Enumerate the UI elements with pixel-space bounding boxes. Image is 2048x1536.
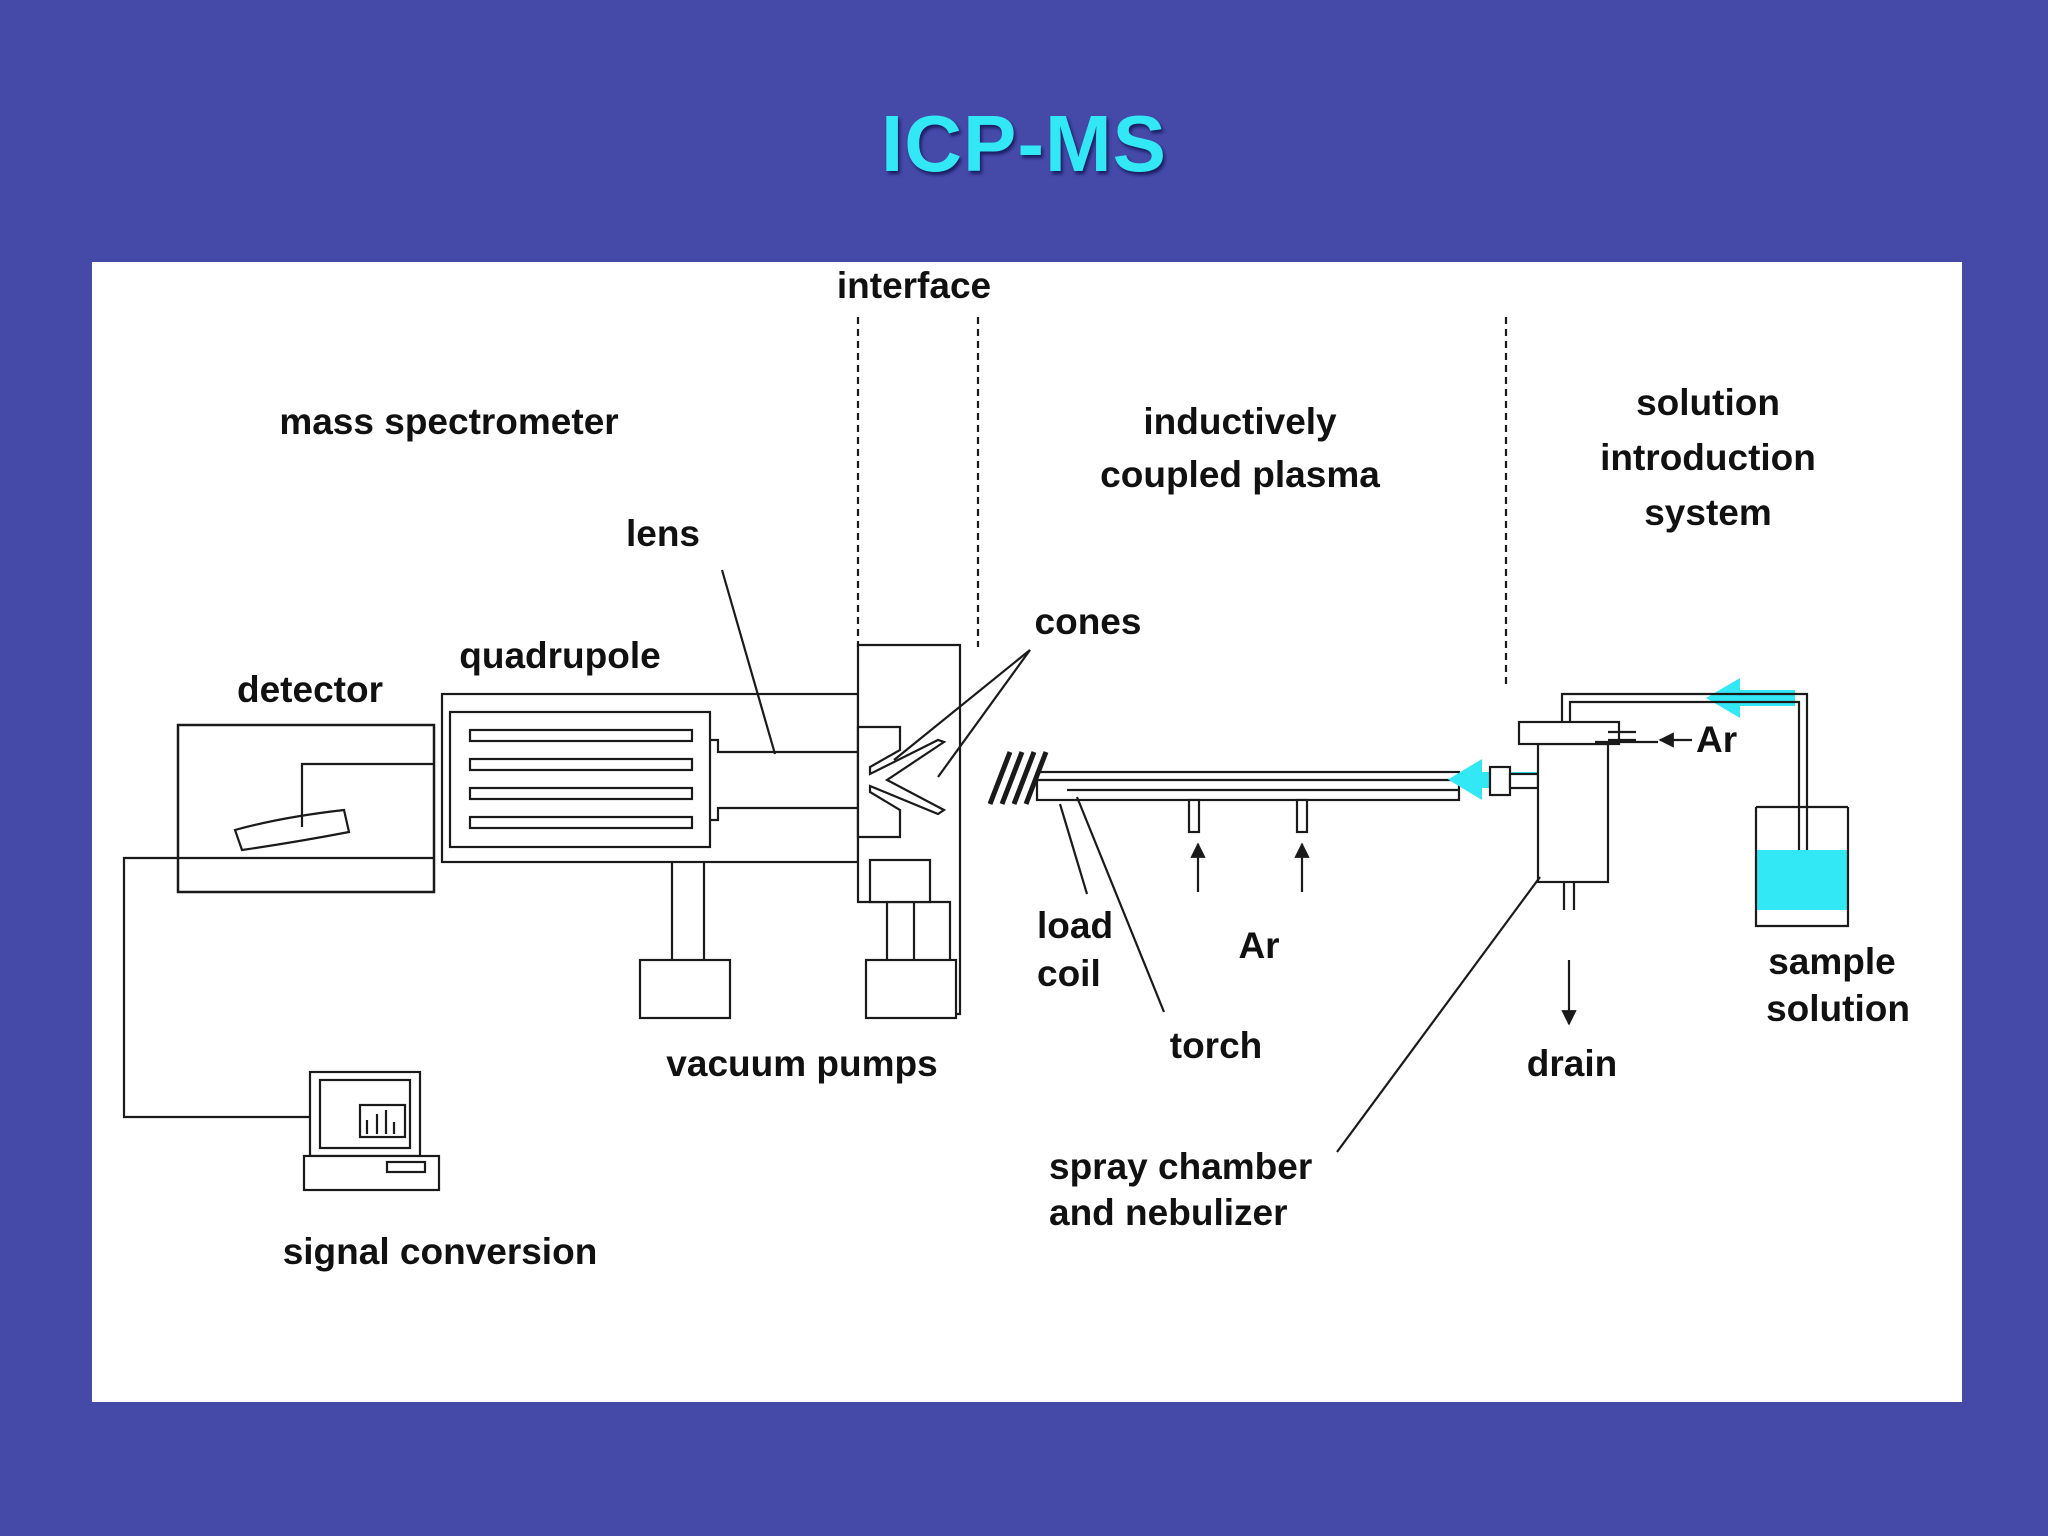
leader-lines — [720, 569, 1541, 1153]
label-load-line1: load — [1037, 905, 1113, 946]
sample-beaker — [1754, 805, 1850, 928]
label-sis-line2: introduction — [1600, 437, 1816, 478]
label-interface: interface — [837, 265, 991, 306]
flow-arrow-sample-line — [1706, 678, 1795, 718]
load-coil-turn — [999, 751, 1025, 805]
interface-base — [868, 858, 932, 904]
torch-gas-inlet — [1187, 798, 1201, 834]
section-dividers — [856, 317, 1508, 687]
quadrupole-rod — [468, 728, 694, 743]
lens-electrode-top — [710, 738, 858, 754]
label-lens: lens — [626, 513, 700, 554]
sample-liquid — [1756, 850, 1848, 910]
label-spray-line1: spray chamber — [1049, 1146, 1312, 1187]
detector-unit — [176, 723, 436, 894]
icp-ms-diagram: interface mass spectrometer inductively … — [122, 265, 1910, 1272]
detector-box — [176, 723, 436, 894]
sample-tube-inner — [1568, 700, 1801, 862]
lens-electrode-bottom — [710, 806, 858, 822]
nebulizer-tip — [1488, 765, 1512, 797]
vacuum-pump-1 — [638, 958, 732, 1020]
label-vacuum-pumps: vacuum pumps — [666, 1043, 937, 1084]
quadrupole-unit — [440, 692, 860, 864]
label-mass-spectrometer: mass spectrometer — [279, 401, 618, 442]
cone-assembly — [856, 725, 947, 839]
label-torch: torch — [1170, 1025, 1263, 1066]
spray-chamber-leader — [1336, 876, 1541, 1153]
label-signal-conversion: signal conversion — [283, 1231, 598, 1272]
label-ar-bottom: Ar — [1238, 925, 1279, 966]
label-sis-line3: system — [1644, 492, 1772, 533]
label-drain: drain — [1527, 1043, 1617, 1084]
interface-unit — [856, 643, 962, 1016]
slide-title: ICP-MS — [881, 99, 1167, 188]
cones-leader — [937, 649, 1031, 778]
label-ar-top: Ar — [1696, 719, 1737, 760]
load-coil-turn — [987, 751, 1013, 805]
label-sample-line2: solution — [1766, 988, 1910, 1029]
lens-leader — [720, 569, 777, 755]
sample-tube-outer — [1560, 692, 1809, 862]
beaker-outline — [1754, 807, 1850, 928]
label-icp-line2: coupled plasma — [1100, 454, 1380, 495]
quadrupole-rod — [468, 757, 694, 772]
torch-unit — [987, 751, 1461, 892]
label-load-line2: coil — [1037, 953, 1101, 994]
quadrupole-rod — [468, 786, 694, 801]
vacuum-pumps — [638, 862, 958, 1020]
load-coil-leader — [1058, 803, 1089, 895]
signal-cable — [122, 856, 434, 1119]
spray-chamber-unit — [1488, 692, 1809, 1026]
cones-leader — [893, 649, 1031, 761]
torch-gas-inlet — [1295, 798, 1309, 834]
diagram-panel: interface mass spectrometer inductively … — [92, 262, 1962, 1402]
load-coil-turn — [1023, 751, 1049, 805]
signal-conversion-unit — [122, 856, 441, 1192]
computer-drive — [385, 1160, 427, 1174]
quadrupole-rod — [468, 815, 694, 830]
detector-lead — [300, 762, 434, 827]
nebulizer-neck — [1508, 772, 1540, 790]
vacuum-pump-2 — [864, 958, 958, 1020]
spray-chamber-cap — [1517, 720, 1621, 746]
label-sis-line1: solution — [1636, 382, 1780, 423]
load-coil-turn — [1011, 751, 1037, 805]
detector-element — [233, 808, 351, 852]
label-spray-line2: and nebulizer — [1049, 1192, 1287, 1233]
spray-chamber — [1536, 742, 1610, 884]
label-sample-line1: sample — [1768, 941, 1896, 982]
label-icp-line1: inductively — [1143, 401, 1337, 442]
torch-outer-tube — [1035, 770, 1461, 802]
label-detector: detector — [237, 669, 383, 710]
torch-leader — [1075, 796, 1166, 1013]
label-cones: cones — [1035, 601, 1142, 642]
label-quadrupole: quadrupole — [459, 635, 660, 676]
